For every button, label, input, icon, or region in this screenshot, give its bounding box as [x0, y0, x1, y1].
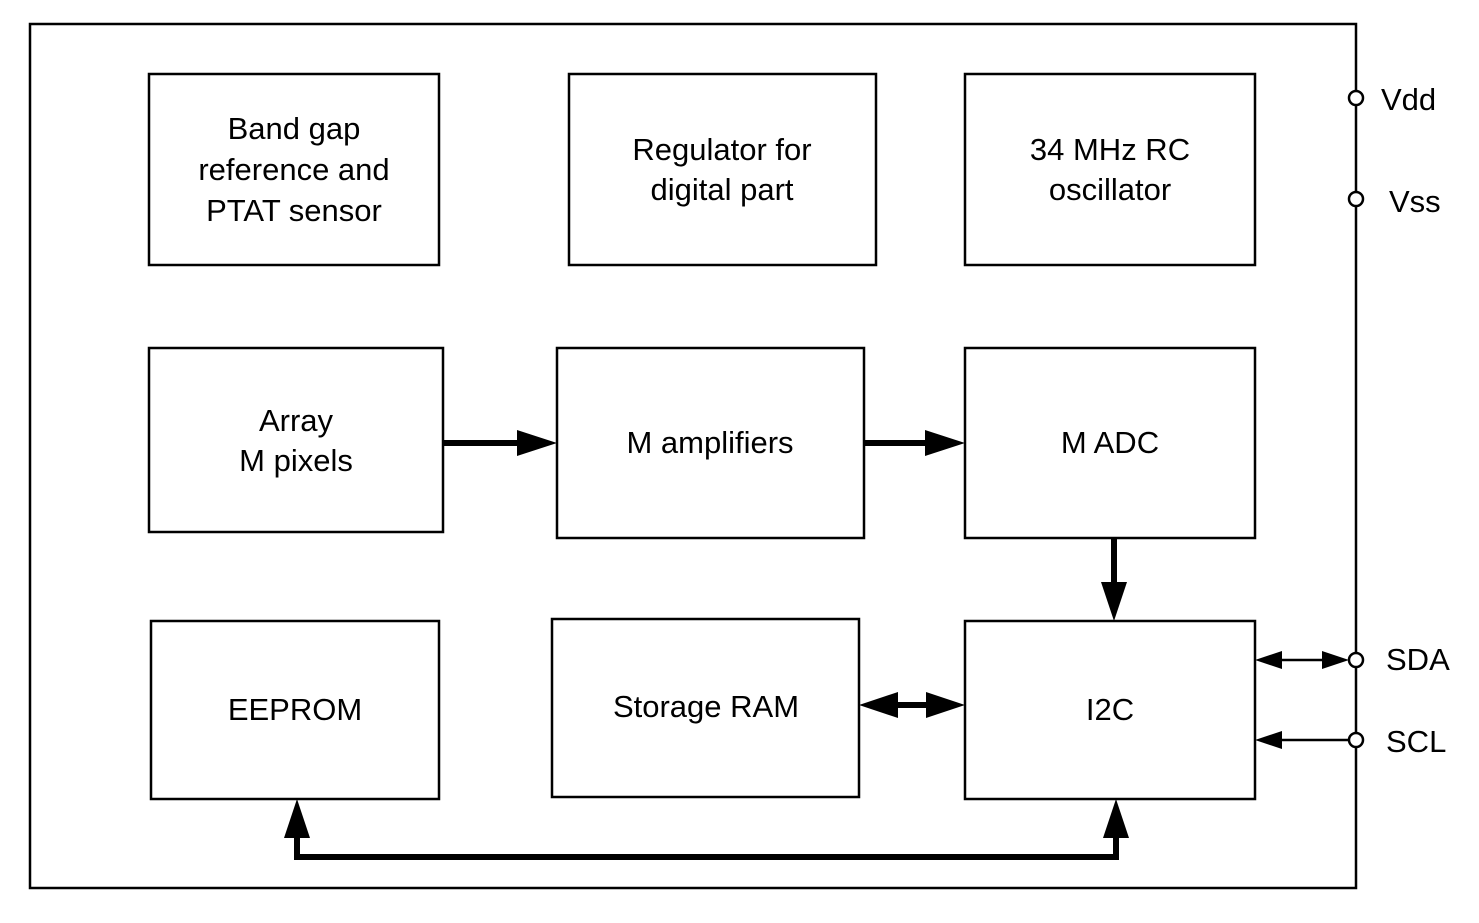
pin-sda-label: SDA	[1386, 642, 1450, 677]
i2c-label: I2C	[1086, 692, 1134, 727]
regulator-block: Regulator for digital part	[567, 72, 878, 267]
array-label-line-2: M pixels	[239, 443, 353, 478]
oscillator-label-line-2: oscillator	[1049, 172, 1171, 207]
eeprom-block: EEPROM	[149, 619, 441, 801]
bandgap-label-line-3: PTAT sensor	[206, 193, 382, 228]
ram-block: Storage RAM	[550, 617, 861, 799]
regulator-label-line-2: digital part	[650, 172, 793, 207]
i2c-block: I2C	[963, 619, 1257, 801]
arrow-array-to-amplifiers	[443, 430, 557, 456]
bandgap-block: Band gap reference and PTAT sensor	[147, 72, 441, 267]
pin-vss-terminal	[1347, 190, 1365, 208]
arrow-ram-i2c-bidirectional	[859, 692, 965, 718]
pin-sda: SDA	[1347, 642, 1450, 677]
array-block: Array M pixels	[147, 346, 445, 534]
pin-scl-label: SCL	[1386, 724, 1446, 759]
pin-vdd: Vdd	[1347, 82, 1436, 117]
regulator-label-line-1: Regulator for	[632, 132, 811, 167]
pin-vdd-terminal	[1347, 89, 1365, 107]
bandgap-label-line-2: reference and	[198, 152, 389, 187]
eeprom-label: EEPROM	[228, 692, 362, 727]
amplifiers-block: M amplifiers	[555, 346, 866, 540]
array-label-line-1: Array	[259, 403, 334, 438]
arrow-amplifiers-to-adc	[864, 430, 965, 456]
pin-vdd-label: Vdd	[1381, 82, 1436, 117]
pin-vss-label: Vss	[1389, 184, 1441, 219]
chip-outline	[28, 22, 1358, 890]
pin-scl-terminal	[1347, 731, 1365, 749]
adc-label: M ADC	[1061, 425, 1159, 460]
arrow-adc-to-i2c	[1101, 538, 1127, 621]
bandgap-label-line-1: Band gap	[228, 111, 361, 146]
oscillator-block: 34 MHz RC oscillator	[963, 72, 1257, 267]
pin-scl: SCL	[1347, 724, 1446, 759]
arrow-sda-bidirectional	[1255, 651, 1349, 669]
pin-vss: Vss	[1347, 184, 1441, 219]
ram-label: Storage RAM	[613, 689, 799, 724]
amplifiers-label: M amplifiers	[626, 425, 793, 460]
oscillator-label-line-1: 34 MHz RC	[1030, 132, 1190, 167]
pin-sda-terminal	[1347, 651, 1365, 669]
adc-block: M ADC	[963, 346, 1257, 540]
arrow-scl-to-i2c	[1255, 731, 1350, 749]
bus-eeprom-i2c	[284, 799, 1129, 860]
